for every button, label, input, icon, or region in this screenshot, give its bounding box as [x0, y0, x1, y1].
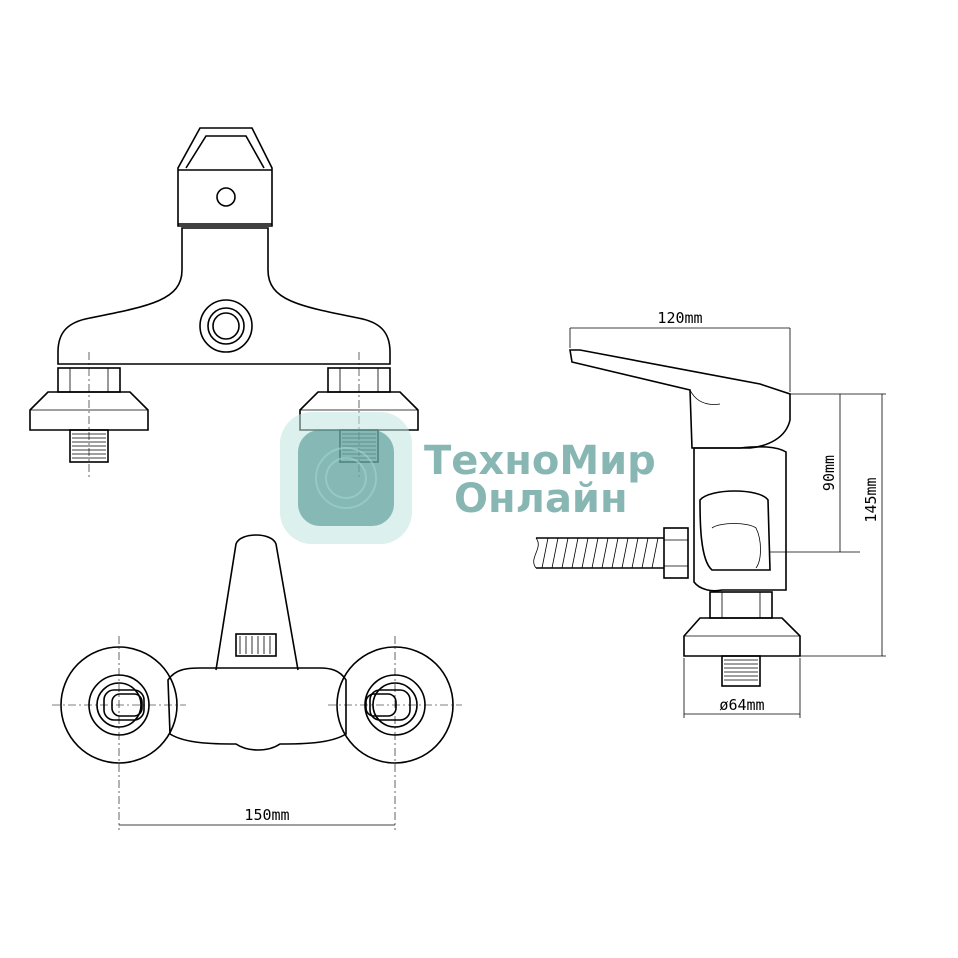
- side-body: [693, 446, 787, 592]
- dimension-64mm-label: ø64mm: [719, 696, 764, 714]
- dimension-90mm: 90mm: [770, 393, 860, 553]
- right-flange: [328, 636, 462, 830]
- side-hose: [533, 527, 689, 579]
- body-top: [167, 667, 347, 751]
- left-flange: [52, 636, 186, 830]
- dimension-145mm: 145mm: [800, 393, 886, 657]
- dimension-120mm-label: 120mm: [657, 309, 702, 327]
- left-connector: [29, 352, 149, 478]
- top-view: 150mm: [52, 534, 462, 830]
- dimension-150mm: 150mm: [119, 806, 395, 826]
- dimension-120mm: 120mm: [569, 309, 791, 392]
- side-view: 120mm 90mm 145mm ø64mm: [533, 309, 886, 718]
- dimension-64mm: ø64mm: [683, 658, 801, 718]
- lever-handle: [177, 127, 273, 227]
- lever-top: [215, 534, 299, 671]
- side-connector: [683, 591, 801, 687]
- watermark: ТехноМир Онлайн: [280, 412, 656, 544]
- outlet-thread: [235, 633, 277, 657]
- side-lever: [569, 349, 791, 449]
- front-view: [29, 127, 419, 478]
- dimension-150mm-label: 150mm: [244, 806, 289, 824]
- dimension-90mm-label: 90mm: [820, 455, 838, 491]
- dimension-145mm-label: 145mm: [862, 477, 880, 522]
- watermark-logo-inner: [298, 430, 394, 526]
- mixer-body: [57, 227, 391, 365]
- watermark-line2: Онлайн: [454, 476, 628, 522]
- watermark-line1: ТехноМир: [424, 438, 656, 484]
